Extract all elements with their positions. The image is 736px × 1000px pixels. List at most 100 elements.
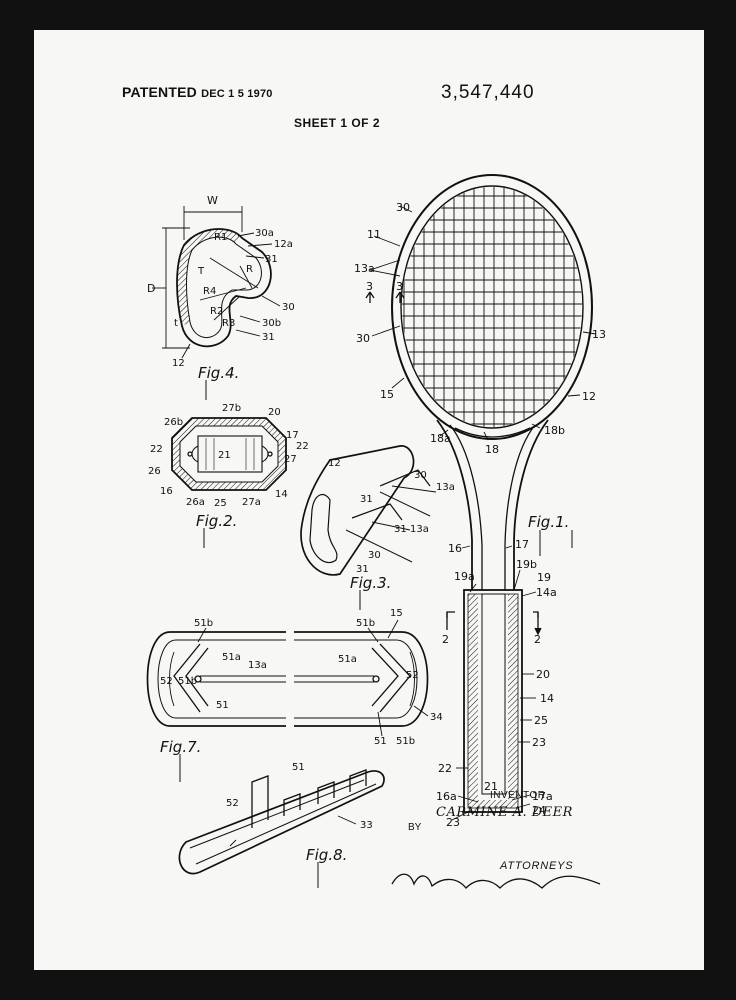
ref-22-left: 22 [150,444,163,455]
ref-r2: R2 [210,306,223,317]
fig7-label: Fig.7. [160,738,201,756]
ref-14-fig2: 14 [275,489,288,500]
ref-18a: 18a [430,432,451,445]
fig1-labels: 11 30 13a 30 3 3 15 13 12 18a 18 18b 16 … [354,201,606,829]
ref-12-fig3: 12 [328,458,341,469]
ref-r3: R3 [222,318,235,329]
attorney-signature [391,873,601,889]
ref-51b-right-bottom: 51b [396,736,415,747]
fig3-figure [300,445,437,576]
fig8-labels: 52 51 33 [226,762,373,831]
ref-27: 27 [284,454,297,465]
patented-label: PATENTED DEC 1 5 1970 [122,84,273,100]
ref-19b: 19b [516,558,537,571]
ref-12-fig4: 12 [172,358,185,369]
ref-52-right: 52 [406,670,419,681]
fig3-label: Fig.3. [350,574,391,592]
by-label: BY [408,822,422,833]
ref-11: 11 [367,228,381,241]
inventor-label: INVENTOR. [490,790,549,801]
ref-30-fig3-top: 30 [414,470,427,481]
ref-13: 13 [592,328,606,341]
ref-51a-right: 51a [338,654,357,665]
fig4-labels: W D 30a 12a 31 30 30b 31 R1 R T R4 R2 R3… [147,194,295,369]
ref-13a-fig3-mid: 13a [410,524,429,535]
ref-26b: 26b [164,417,183,428]
patent-number: 3,547,440 [441,82,535,103]
fig4-figure [152,206,272,349]
ref-31-fig3-top: 31 [360,494,373,505]
ref-51a-left: 51a [222,652,241,663]
ref-16: 16 [448,542,462,555]
ref-18b: 18b [544,424,565,437]
ref-20-fig2: 20 [268,407,281,418]
ref-30-top: 30 [396,201,410,214]
ref-20-fig1: 20 [536,668,550,681]
ref-13a: 13a [354,262,375,275]
dim-d: D [147,282,155,295]
ref-26: 26 [148,466,161,477]
ref-30-fig3-bottom: 30 [368,550,381,561]
fig4-label: Fig.4. [198,364,239,382]
ref-2-right: 2 [534,633,541,646]
ref-30b: 30b [262,318,281,329]
ref-21-fig1: 21 [484,780,498,793]
ref-t-lower: t [174,318,178,329]
ref-30-left: 30 [356,332,370,345]
fig2-labels: 26b 27b 20 17 22 22 27 26 16 14 26a 25 2… [148,403,309,509]
ref-24: 24 [532,804,546,817]
ref-51-left: 51 [216,700,229,711]
ref-31-top: 31 [265,254,278,265]
ref-12a: 12a [274,239,293,250]
ref-23-bottom: 23 [446,816,460,829]
racket-figure [365,174,593,813]
ref-17-fig2: 17 [286,430,299,441]
ref-27b: 27b [222,403,241,414]
ref-13a-fig3-top: 13a [436,482,455,493]
fig7-figure [146,631,429,727]
ref-31-fig3-bottom: 31 [356,564,369,575]
fig2-label: Fig.2. [196,512,237,530]
ref-25-fig2: 25 [214,498,227,509]
ref-31-fig3-mid: 31 [394,524,407,535]
sheet-label: SHEET 1 OF 2 [294,116,381,130]
ref-26a: 26a [186,497,205,508]
ref-21-fig2: 21 [218,450,231,461]
ref-14-fig1: 14 [540,692,554,705]
patent-date: DEC 1 5 1970 [201,88,273,100]
ref-51b-left-mid: 51b [178,676,197,687]
ref-t-upper: T [197,266,205,277]
ref-r: R [246,264,253,275]
fig3-labels: 12 30 13a 31 31 13a 30 31 [328,458,455,575]
ref-33: 33 [360,820,373,831]
fig2-figure [171,417,287,491]
ref-3-right: 3 [396,280,403,293]
fig7-leaders [197,619,429,737]
fig8-figure [178,769,385,875]
fig1-leaders [369,205,597,821]
ref-19a: 19a [454,570,475,583]
ref-51-fig8: 51 [292,762,305,773]
ref-3-left: 3 [366,280,373,293]
ref-2-left: 2 [442,633,449,646]
ref-34: 34 [430,712,443,723]
fig1-label: Fig.1. [528,513,569,531]
ref-22-fig1: 22 [438,762,452,775]
fig4-leaders [181,232,281,359]
ref-12-fig1: 12 [582,390,596,403]
ref-51b-left-top: 51b [194,618,213,629]
dim-w: W [207,194,218,207]
ref-52-fig8: 52 [226,798,239,809]
ref-13a-fig7: 13a [248,660,267,671]
fig7-labels: 51b 51a 13a 52 51b 51 51b 15 51a 52 34 5… [160,608,443,747]
ref-15-fig7: 15 [390,608,403,619]
ref-27a: 27a [242,497,261,508]
ref-18: 18 [485,443,499,456]
ref-30a: 30a [255,228,274,239]
ref-17a: 17a [532,790,553,803]
ref-25-fig1: 25 [534,714,548,727]
ref-16a: 16a [436,790,457,803]
ref-30-fig4: 30 [282,302,295,313]
